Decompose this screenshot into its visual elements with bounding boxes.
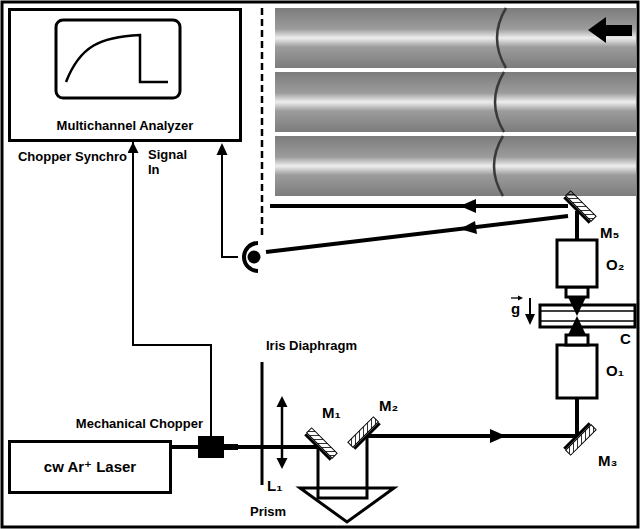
beam-arrow [490, 429, 506, 443]
fringe-front [495, 72, 504, 132]
laser-beam [172, 445, 318, 449]
gravity-arrow [529, 298, 531, 316]
analyzer-box: Multichannel Analyzer [8, 8, 242, 142]
signal-label: Chopper Synchro [18, 150, 127, 165]
gravity-arrow [525, 314, 535, 325]
fringe-photo [275, 136, 636, 196]
fringe-photo [275, 72, 636, 132]
laser-beam [367, 434, 577, 438]
laser-beam [270, 204, 568, 208]
mirror-label: M₃ [598, 452, 617, 469]
mirror-label: M₅ [600, 224, 619, 241]
focused-beam [568, 316, 586, 335]
objective-label: O₁ [606, 362, 624, 379]
prism [300, 488, 394, 522]
sample-cell [540, 320, 635, 322]
analyzer-screen [56, 20, 180, 98]
sample-cell [540, 305, 635, 327]
signal-label: Signal In [148, 148, 200, 178]
objective-label: O₂ [606, 256, 624, 273]
lens-label: L₁ [267, 477, 282, 494]
laser-beam [575, 398, 579, 436]
mirror-m3 [564, 423, 596, 455]
mirror-m2 [348, 417, 380, 449]
signal-trace [66, 35, 168, 82]
beam-arrow [460, 199, 476, 213]
node-text: Multichannel Analyzer [11, 119, 239, 134]
laser-beam [266, 216, 568, 252]
vector-label: g [511, 300, 520, 317]
mirror-label: M₁ [322, 404, 341, 421]
photodetector [248, 251, 261, 264]
beam-arrow [460, 221, 477, 234]
chopper-block: Mechanical Chopper [198, 436, 224, 458]
vector-mark [518, 296, 523, 301]
mirror-m1 [305, 428, 337, 460]
mirror-m5 [564, 191, 596, 223]
fringe-front [497, 8, 506, 68]
mirror-label: M₂ [379, 397, 398, 414]
sample-cell [540, 310, 635, 312]
pointer-arrow [588, 17, 632, 43]
objective-lens [557, 345, 597, 398]
chopper-blade [222, 444, 238, 450]
vector-mark [511, 297, 519, 298]
lens-symbol [277, 458, 288, 469]
fringe-photo [275, 8, 636, 68]
wire-arrow [217, 143, 228, 155]
objective-lens [566, 335, 588, 345]
lens-symbol [281, 405, 284, 460]
objective-lens [557, 240, 597, 287]
dashed-divider [261, 8, 264, 235]
part-label: Prism [250, 505, 286, 520]
part-label: Iris Diaphragm [266, 339, 357, 354]
fringe-front [494, 136, 503, 196]
node-text: Mechanical Chopper [76, 417, 203, 432]
iris-diaphragm [261, 362, 264, 485]
laser-box: cw Ar⁺ Laser [8, 440, 172, 494]
signal-wire [222, 154, 238, 257]
signal-wire [133, 142, 211, 436]
cell-label: C [620, 330, 631, 347]
node-text: cw Ar⁺ Laser [44, 458, 136, 475]
lens-symbol [277, 396, 288, 407]
focused-beam [568, 297, 586, 316]
laser-beam [575, 211, 579, 240]
